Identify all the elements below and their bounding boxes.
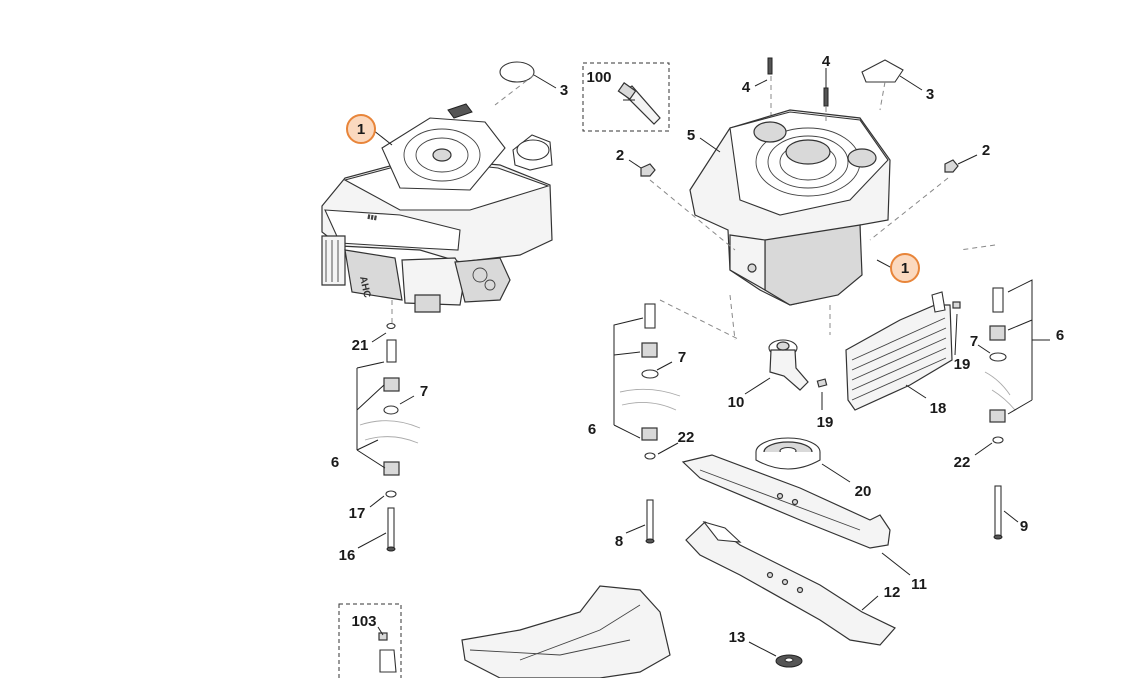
engine-cover-assembly (689, 109, 891, 306)
callout-21[interactable]: 21 (352, 337, 369, 354)
callout-4-left[interactable]: 4 (742, 79, 751, 96)
callout-6-left[interactable]: 6 (331, 454, 339, 471)
bolts-4 (767, 57, 829, 107)
mower-deck-part (461, 585, 671, 678)
callout-6-right[interactable]: 6 (1056, 327, 1064, 344)
filter-lid-left (499, 61, 535, 83)
callout-labels: 1 1 2 2 3 3 4 4 5 6 6 6 7 7 7 8 9 10 11 … (331, 53, 1064, 646)
filter-lid-right (861, 59, 904, 83)
callout-7-center[interactable]: 7 (678, 349, 686, 366)
callout-1-cover[interactable]: 1 (901, 260, 909, 277)
valve-group (338, 603, 402, 678)
mount-column-center (619, 303, 681, 544)
deflector (845, 291, 953, 411)
mount-column-left (359, 322, 421, 552)
callout-2-right[interactable]: 2 (982, 142, 990, 159)
callout-20[interactable]: 20 (855, 483, 872, 500)
callout-10[interactable]: 10 (728, 394, 745, 411)
blade-upper (681, 454, 891, 549)
blade-washer (775, 654, 803, 668)
callout-12[interactable]: 12 (884, 584, 901, 601)
callout-7-right[interactable]: 7 (970, 333, 978, 350)
mount-column-right (984, 287, 1016, 540)
callout-13[interactable]: 13 (729, 629, 746, 646)
engine-assembly: ▮▮▮ AHC (321, 103, 553, 313)
blade-lower (685, 521, 896, 646)
callout-9[interactable]: 9 (1020, 518, 1028, 535)
callout-2-left[interactable]: 2 (616, 147, 624, 164)
callout-17[interactable]: 17 (349, 505, 366, 522)
callout-18[interactable]: 18 (930, 400, 947, 417)
callout-1-engine[interactable]: 1 (357, 121, 365, 138)
assembly-lines (391, 74, 996, 341)
svg-text:AHC: AHC (357, 275, 372, 298)
callout-19-right[interactable]: 19 (954, 356, 971, 373)
callout-19-center[interactable]: 19 (817, 414, 834, 431)
callout-4-right[interactable]: 4 (822, 53, 831, 70)
callout-8[interactable]: 8 (615, 533, 623, 550)
leader-lines (356, 68, 1050, 657)
callout-22-right[interactable]: 22 (954, 454, 971, 471)
callout-103[interactable]: 103 (351, 613, 376, 630)
spark-plug-connector-group (582, 62, 670, 132)
callout-3-right[interactable]: 3 (926, 86, 934, 103)
callout-6-center[interactable]: 6 (588, 421, 596, 438)
nuts-2 (640, 159, 959, 177)
callout-marker-1-cover[interactable] (890, 253, 920, 283)
screws-19 (816, 301, 961, 388)
callout-5[interactable]: 5 (687, 127, 695, 144)
callout-3-left[interactable]: 3 (560, 82, 568, 99)
callout-22-center[interactable]: 22 (678, 429, 695, 446)
callout-marker-1-engine[interactable] (346, 114, 376, 144)
blade-adapter (768, 339, 809, 391)
callout-7-left[interactable]: 7 (420, 383, 428, 400)
callout-100[interactable]: 100 (586, 69, 611, 86)
callout-11[interactable]: 11 (911, 576, 927, 593)
callout-16[interactable]: 16 (339, 547, 356, 564)
svg-text:▮▮▮: ▮▮▮ (367, 214, 378, 222)
blade-disc (755, 437, 821, 470)
